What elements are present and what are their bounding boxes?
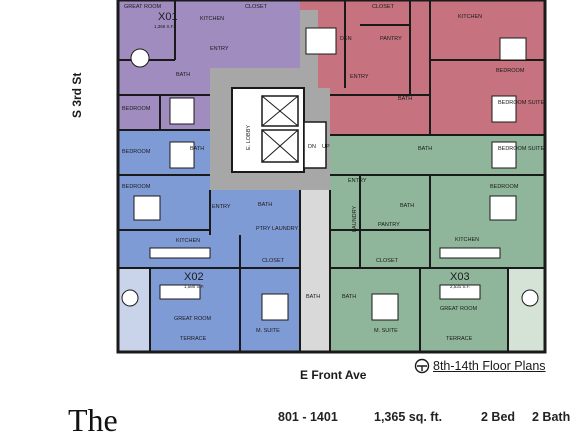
unit-x01-upper-region[interactable] (218, 0, 300, 68)
room-label: UP (322, 144, 330, 150)
room-label: BATH (190, 146, 204, 152)
bed-icon (489, 195, 517, 221)
terrace-left (118, 268, 150, 352)
table-icon (130, 48, 150, 68)
spec-area: 1,365 sq. ft. (374, 410, 443, 424)
room-label: ENTRY (350, 74, 369, 80)
room-label: BEDROOM (490, 184, 519, 190)
room-label: TERRACE (446, 336, 473, 342)
spec-units: 801 - 1401 (278, 410, 338, 424)
room-label: CLOSET (245, 4, 268, 10)
bed-icon (499, 37, 527, 61)
spec-beds: 2 Bed (481, 410, 516, 424)
table-icon (121, 289, 139, 307)
unit-id: X01 (158, 11, 178, 23)
room-label: BEDROOM SUITE (498, 100, 544, 106)
unit-tags: X01 1,365 S.F. X02 1,580 S.F. X03 2,531 … (154, 11, 470, 289)
street-label-bottom: E Front Ave (300, 368, 367, 382)
room-label: BEDROOM (122, 106, 151, 112)
room-label: BATH (418, 146, 432, 152)
bed-icon (491, 141, 517, 169)
room-label: ENTRY (210, 46, 229, 52)
room-label: CLOSET (262, 258, 285, 264)
terrace-right (508, 268, 545, 352)
room-label: DEN (340, 36, 352, 42)
table-icon (521, 289, 539, 307)
room-label: ENTRY (212, 204, 231, 210)
sofa-icon (439, 284, 481, 300)
room-label: ENTRY (348, 178, 367, 184)
room-label: BATH (342, 294, 356, 300)
unit-area: 1,365 S.F. (154, 24, 174, 29)
room-label: E. LOBBY (246, 125, 252, 150)
floor-plans-label: 8th-14th Floor Plans (433, 359, 546, 373)
room-label: BATH (400, 203, 414, 209)
room-label: M. SUITE (374, 328, 398, 334)
room-label: BEDROOM (122, 184, 151, 190)
bed-icon (133, 195, 161, 221)
brand-logo: The (68, 402, 118, 438)
unit-id: X03 (450, 271, 470, 283)
bed-icon (371, 293, 399, 321)
kitchen-counter (149, 247, 211, 259)
room-label: DN (308, 144, 316, 150)
room-label: KITCHEN (200, 16, 224, 22)
room-label: BEDROOM (496, 68, 525, 74)
room-label: TERRACE (180, 336, 207, 342)
room-label: GREAT ROOM (124, 4, 161, 10)
room-label: BATH (176, 72, 190, 78)
lower-corridor (300, 190, 330, 352)
bed-icon (169, 97, 195, 125)
room-label: PANTRY (380, 36, 402, 42)
room-label: BEDROOM (122, 149, 151, 155)
bed-icon (491, 95, 517, 123)
unit-area: 1,580 S.F. (184, 284, 204, 289)
room-labels: GREAT ROOM CLOSET KITCHEN ENTRY BATH BED… (122, 4, 544, 342)
bed-icon (305, 27, 337, 55)
room-label: GREAT ROOM (440, 306, 477, 312)
room-label: BATH (306, 294, 320, 300)
room-label: GREAT ROOM (174, 316, 211, 322)
room-label: KITCHEN (455, 237, 479, 243)
kitchen-counter (439, 247, 501, 259)
interior-walls (118, 0, 545, 352)
unit-area: 2,531 S.F. (450, 284, 470, 289)
unit-id: X02 (184, 271, 204, 283)
room-label: LAUNDRY (272, 226, 299, 232)
compass-icon (414, 358, 430, 374)
room-label: LAUNDRY (352, 205, 358, 232)
stair-hall (303, 121, 327, 169)
room-label: CLOSET (376, 258, 399, 264)
sofa-icon (159, 284, 201, 300)
room-label: KITCHEN (458, 14, 482, 20)
bed-icon (169, 141, 195, 169)
bed-icon (261, 293, 289, 321)
room-label: PANTRY (378, 222, 400, 228)
room-label: KITCHEN (176, 238, 200, 244)
room-label: PTRY (256, 226, 271, 232)
room-label: BEDROOM SUITE (498, 146, 544, 152)
street-label-side: S 3rd St (70, 72, 84, 118)
furniture (121, 27, 539, 321)
room-label: BATH (398, 96, 412, 102)
room-label: BATH (258, 202, 272, 208)
spec-baths: 2 Bath (532, 410, 571, 424)
floor-plans-link[interactable]: 8th-14th Floor Plans (414, 358, 546, 374)
room-label: M. SUITE (256, 328, 280, 334)
room-label: CLOSET (372, 4, 395, 10)
